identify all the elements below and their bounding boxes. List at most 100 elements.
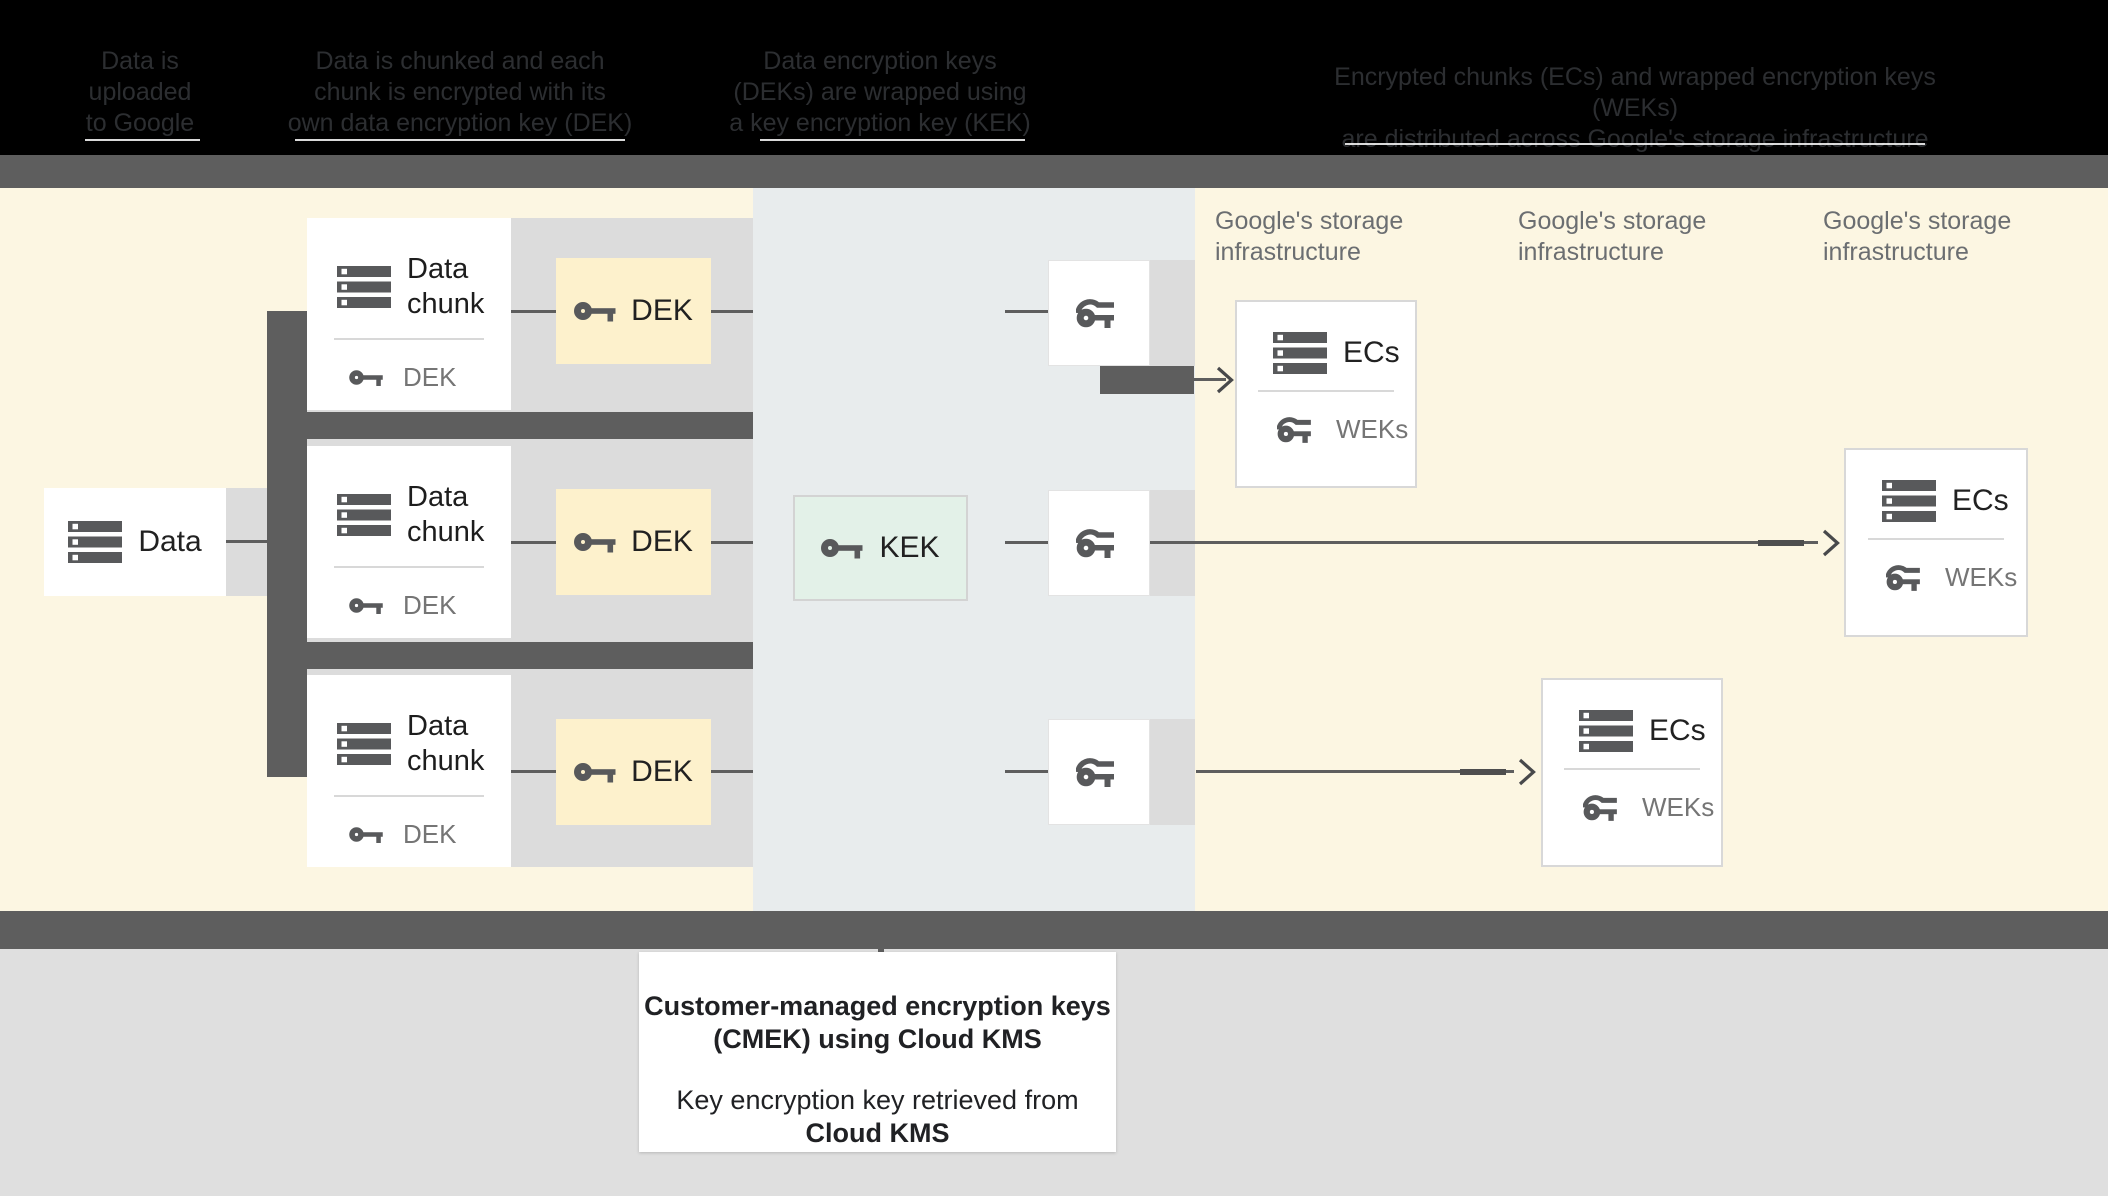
wrapped-key-box-2	[1048, 490, 1150, 596]
legend-line: uploaded	[88, 78, 192, 106]
data-box: Data	[44, 488, 226, 596]
legend-underline	[85, 139, 200, 141]
thick-flow-bar	[1100, 366, 1194, 394]
arrow-line-row1	[1194, 378, 1226, 381]
arrowhead-icon	[1216, 365, 1234, 395]
kek-box: KEK	[793, 495, 968, 601]
label-line: infrastructure	[1823, 238, 1969, 266]
wrapped-key-icon	[1076, 298, 1122, 328]
split-trunk	[267, 311, 307, 777]
key-icon	[349, 824, 385, 845]
arrow-line-overlap	[1758, 540, 1804, 546]
ecs-sub-label: WEKs	[1642, 792, 1715, 822]
dek-label: DEK	[631, 525, 693, 558]
legend-line: a key encryption key (KEK)	[729, 109, 1031, 137]
divider	[1564, 768, 1700, 770]
wrapped-key-icon	[1076, 757, 1122, 787]
connector-line	[1005, 770, 1048, 773]
connector-line	[1005, 541, 1048, 544]
chunk-title-line: Data	[407, 710, 469, 742]
divider	[334, 566, 484, 568]
storage-icon	[337, 494, 391, 536]
cmek-callout: Customer-managed encryption keys (CMEK) …	[639, 952, 1116, 1152]
arrowhead-icon	[1518, 757, 1536, 787]
arrow-line-row3	[1196, 770, 1514, 773]
legend-underline	[1345, 143, 1925, 145]
legend-step-1: Data is uploaded to Google	[55, 46, 225, 139]
wrap-box-stub	[1150, 719, 1195, 825]
ecs-box-2: ECs WEKs	[1844, 448, 2028, 637]
data-chunk-box-3: Data chunk DEK	[307, 675, 511, 867]
wrap-box-stub	[1150, 260, 1195, 366]
divider	[1868, 538, 2004, 540]
connector-line	[711, 770, 753, 773]
storage-icon	[1273, 332, 1327, 374]
storage-infrastructure-label-1: Google's storage infrastructure	[1215, 206, 1495, 268]
legend-step-2: Data is chunked and each chunk is encryp…	[270, 46, 650, 139]
key-icon	[574, 759, 618, 785]
wrapped-key-icon	[1277, 416, 1318, 443]
key-icon	[574, 298, 618, 324]
data-chunk-box-2: Data chunk DEK	[307, 446, 511, 638]
legend-line: (DEKs) are wrapped using	[733, 78, 1027, 106]
key-icon	[349, 367, 385, 388]
connector-line	[711, 541, 753, 544]
diagram-main-area: Data Data chunk	[0, 188, 2108, 911]
wrapped-key-box-3	[1048, 719, 1150, 825]
dek-label: DEK	[631, 755, 693, 788]
chunk-title-line: Data	[407, 253, 469, 285]
bottom-separator-band	[0, 911, 2108, 949]
chunk-title-line: Data	[407, 481, 469, 513]
dek-box-2: DEK	[556, 489, 711, 595]
legend-line: Data is	[101, 47, 179, 75]
connector-data-to-trunk	[226, 540, 267, 543]
dek-label: DEK	[631, 294, 693, 327]
legend-step-4: Encrypted chunks (ECs) and wrapped encry…	[1300, 62, 1970, 155]
legend-underline	[295, 139, 625, 141]
legend-step-3: Data encryption keys (DEKs) are wrapped …	[715, 46, 1045, 139]
ecs-sub-label: WEKs	[1336, 414, 1409, 444]
chunk-title-line: chunk	[407, 516, 485, 548]
legend-line: Encrypted chunks (ECs) and wrapped encry…	[1334, 63, 1936, 122]
storage-icon	[337, 723, 391, 765]
label-line: infrastructure	[1518, 238, 1664, 266]
label-line: Google's storage	[1823, 207, 2012, 235]
storage-icon	[68, 521, 123, 563]
chunk-dek-label: DEK	[403, 590, 457, 620]
connector-line	[511, 541, 556, 544]
ecs-box-3: ECs WEKs	[1541, 678, 1723, 867]
ecs-sub-label: WEKs	[1945, 562, 2018, 592]
connector-line	[1005, 310, 1048, 313]
storage-infrastructure-label-3: Google's storage infrastructure	[1823, 206, 2103, 268]
storage-infrastructure-label-2: Google's storage infrastructure	[1518, 206, 1798, 268]
label-line: infrastructure	[1215, 238, 1361, 266]
chunk-title-line: chunk	[407, 288, 485, 320]
chunk-dek-label: DEK	[403, 819, 457, 849]
legend-line: are distributed across Google's storage …	[1341, 125, 1929, 153]
callout-line: Cloud KMS	[805, 1118, 950, 1148]
top-separator-band	[0, 155, 2108, 188]
branch-bar-1	[267, 412, 753, 439]
arrowhead-icon	[1822, 528, 1840, 558]
arrow-line-row2	[1150, 541, 1818, 544]
legend-line: chunk is encrypted with its	[314, 78, 606, 106]
callout-line: (CMEK) using Cloud KMS	[713, 1024, 1042, 1054]
legend-line: own data encryption key (DEK)	[287, 109, 633, 137]
wrapped-key-icon	[1583, 794, 1624, 821]
divider	[334, 795, 484, 797]
callout-line: Key encryption key retrieved from	[676, 1085, 1079, 1115]
key-icon	[821, 535, 865, 561]
storage-icon	[1882, 480, 1936, 522]
callout-line: Customer-managed encryption keys	[644, 991, 1111, 1021]
chunk-title-line: chunk	[407, 745, 485, 777]
legend-line: to Google	[85, 109, 195, 137]
data-box-label: Data	[138, 525, 202, 558]
ecs-box-1: ECs WEKs	[1235, 300, 1417, 488]
label-line: Google's storage	[1215, 207, 1404, 235]
connector-line	[511, 310, 556, 313]
connector-line	[711, 310, 753, 313]
arrow-line-overlap	[1460, 769, 1506, 775]
storage-icon	[1579, 710, 1633, 752]
ecs-title: ECs	[1343, 336, 1400, 369]
